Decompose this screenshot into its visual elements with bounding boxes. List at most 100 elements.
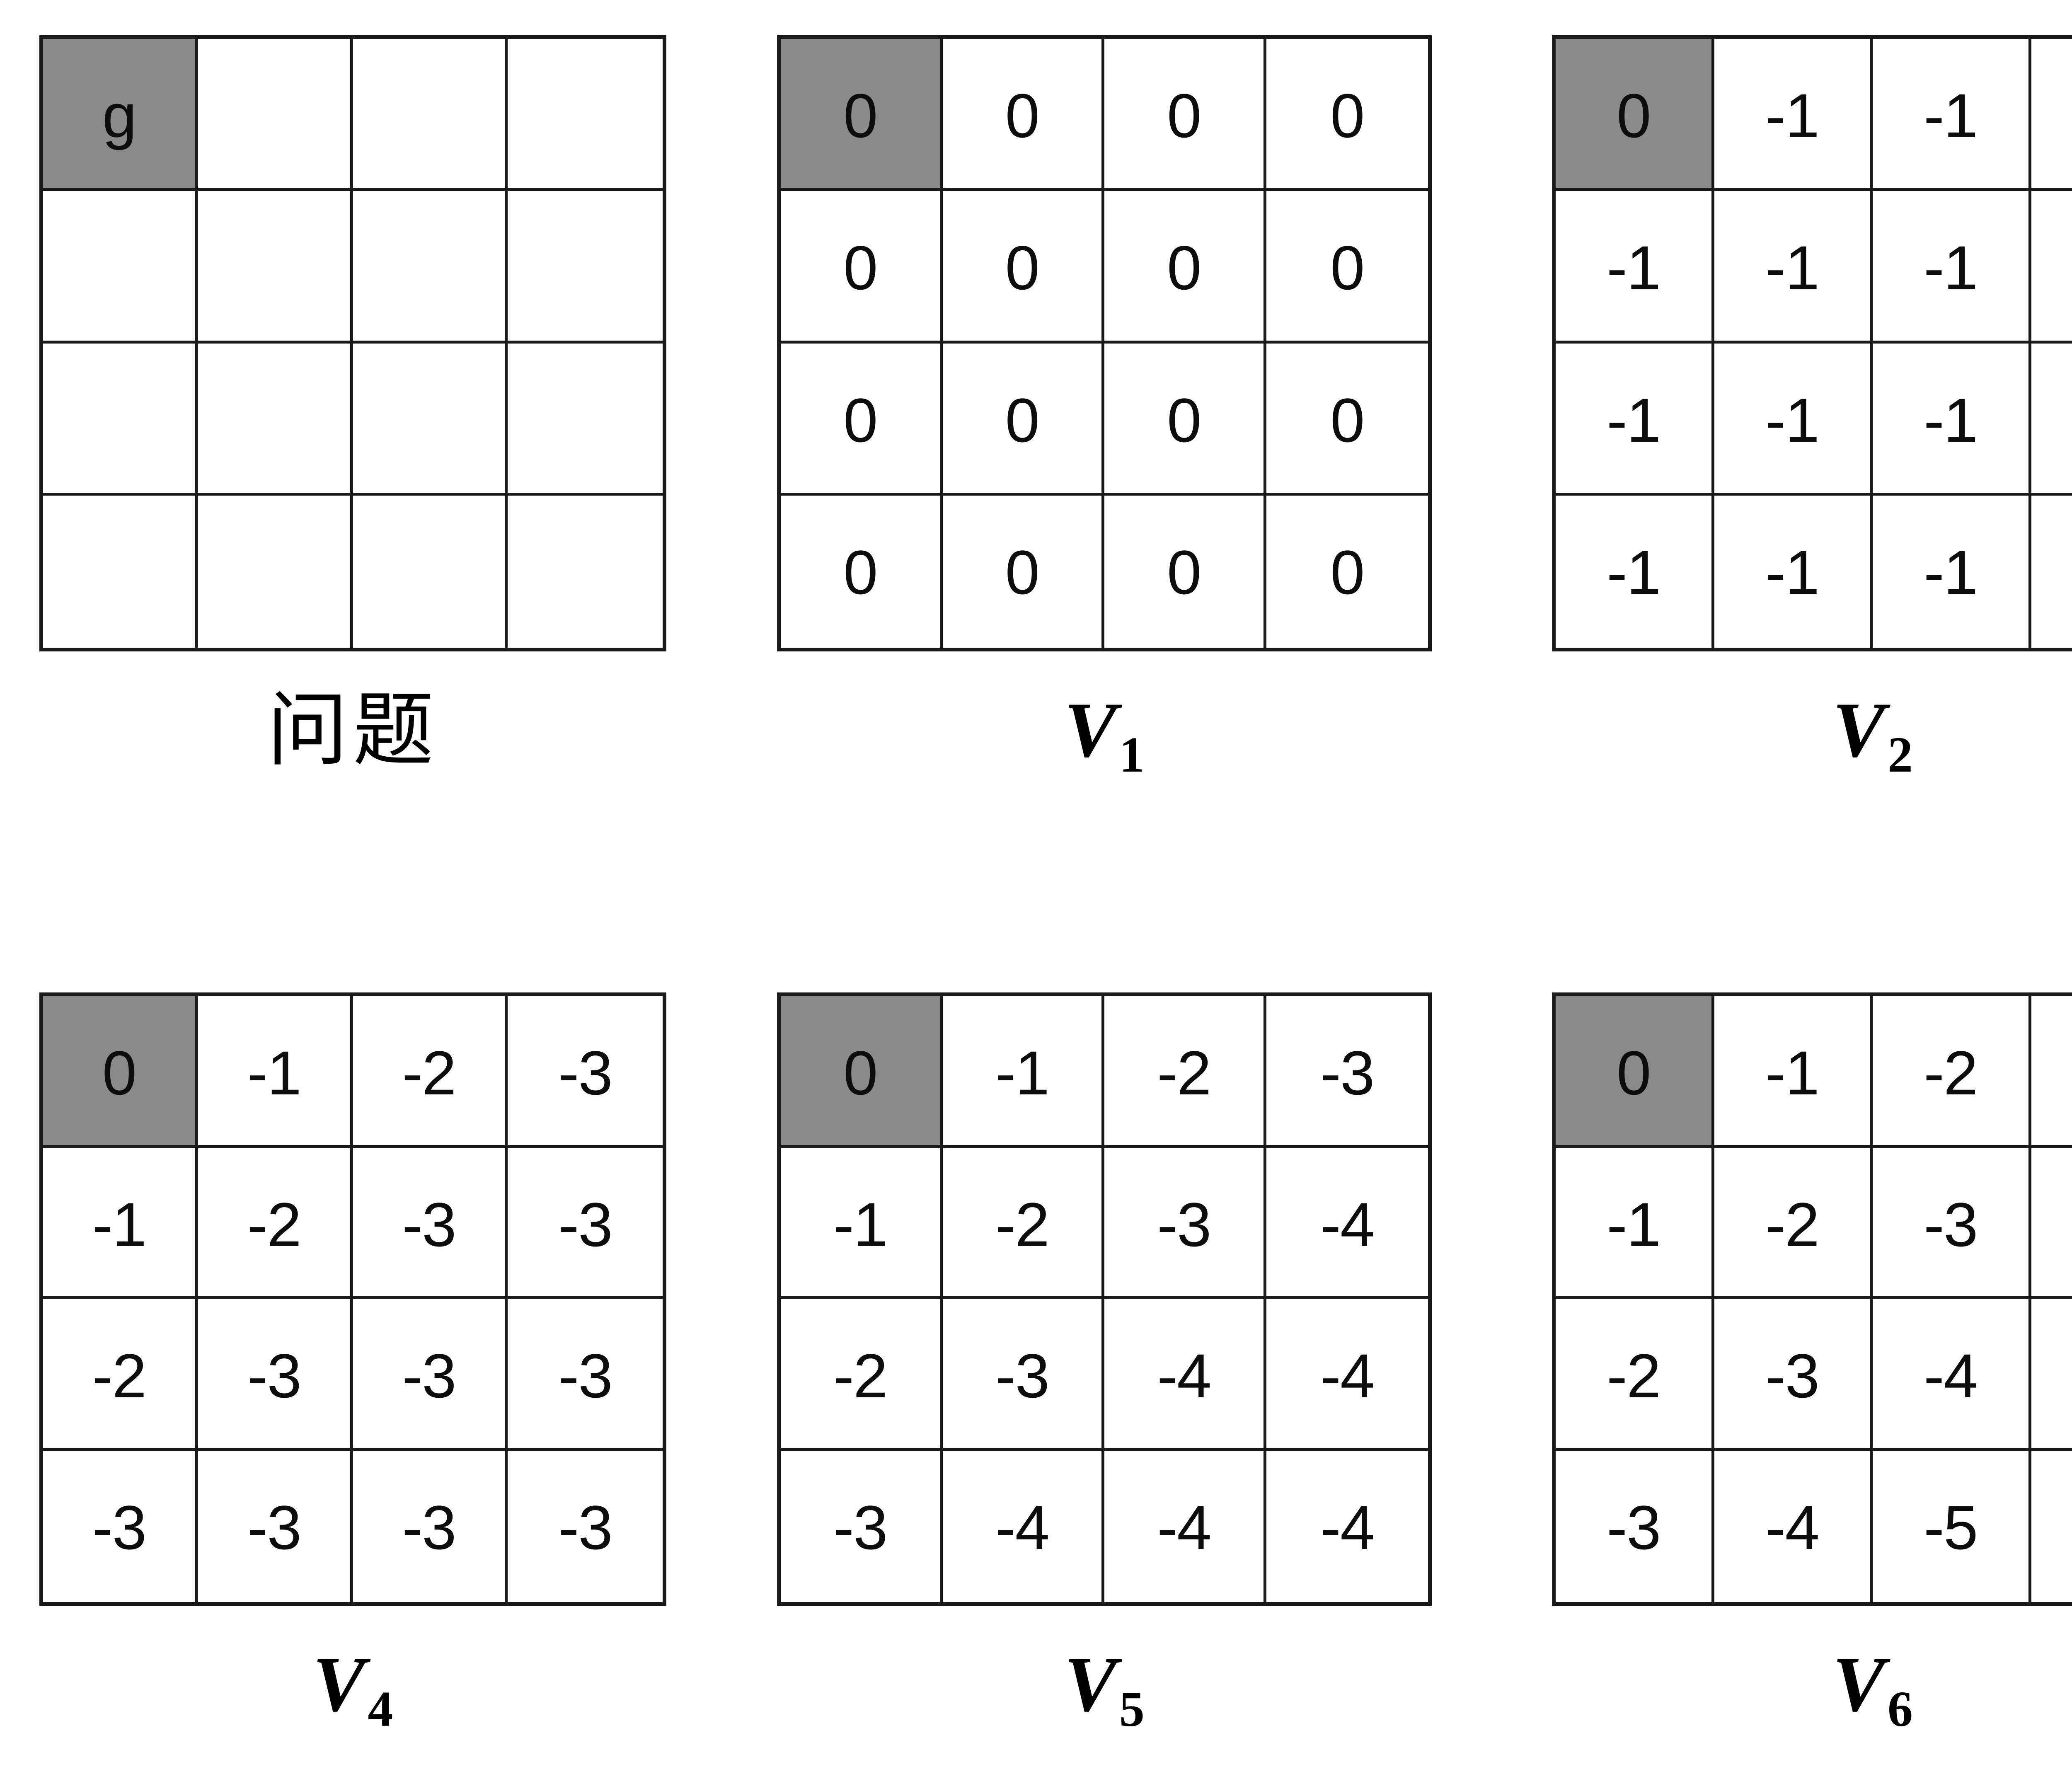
cell-value: -4	[1320, 1189, 1375, 1259]
grid-v4: 0-1-2-3-1-2-3-3-2-3-3-3-3-3-3-3	[39, 992, 666, 1606]
cell-value: -2	[247, 1189, 301, 1259]
cell-value: -3	[1765, 1341, 1820, 1411]
cell-v1-r2-c1: 0	[942, 343, 1104, 496]
cell-value: 0	[1617, 1038, 1651, 1108]
cell-value: -3	[92, 1492, 147, 1562]
cell-v5-r2-c2: -4	[1104, 1299, 1266, 1451]
cell-value: -1	[1765, 537, 1820, 607]
cell-value: 0	[1167, 385, 1201, 455]
cell-problem-r2-c1	[198, 343, 353, 496]
cell-v5-r3-c0: -3	[781, 1450, 943, 1602]
cell-v4-r3-c0: -3	[43, 1450, 198, 1602]
cell-v1-r1-c1: 0	[942, 191, 1104, 344]
cell-v2-r2-c1: -1	[1714, 343, 1873, 496]
cell-v5-r3-c2: -4	[1104, 1450, 1266, 1602]
cell-value: 0	[843, 537, 878, 607]
cell-value: -3	[1924, 1189, 1978, 1259]
cell-v6-r2-c0: -2	[1556, 1299, 1714, 1451]
cell-value: -4	[1320, 1492, 1375, 1562]
caption-subscript: 6	[1887, 1681, 1913, 1737]
cell-v4-r1-c0: -1	[43, 1147, 198, 1299]
cell-value: -3	[833, 1492, 888, 1562]
cell-problem-r1-c2	[353, 191, 508, 344]
cell-v6-r2-c1: -3	[1714, 1299, 1873, 1451]
cell-problem-r1-c0	[43, 191, 198, 344]
cell-v1-r3-c0: 0	[781, 495, 943, 648]
cell-value: -1	[1765, 233, 1820, 303]
cell-value: -1	[1924, 385, 1978, 455]
cell-v6-r3-c1: -4	[1714, 1450, 1873, 1602]
cell-v2-r3-c3: -1	[2031, 495, 2072, 648]
cell-v1-r3-c3: 0	[1266, 495, 1428, 648]
cell-v4-r0-c0: 0	[43, 996, 198, 1148]
cell-value: -2	[995, 1189, 1050, 1259]
cell-v5-r3-c3: -4	[1266, 1450, 1428, 1602]
cell-value: -4	[1157, 1341, 1211, 1411]
cell-value: -3	[402, 1189, 456, 1259]
caption-v5: V5	[777, 1645, 1432, 1735]
cell-value: 0	[843, 385, 878, 455]
caption-symbol: V	[1064, 687, 1117, 774]
caption-symbol: V	[1832, 687, 1885, 774]
caption-symbol: V	[1064, 1641, 1117, 1728]
cell-value: 0	[1167, 81, 1201, 150]
cell-v6-r1-c0: -1	[1556, 1147, 1714, 1299]
cell-value: -5	[1924, 1492, 1978, 1562]
cell-problem-r0-c2	[353, 39, 508, 191]
cell-value: 0	[1330, 81, 1365, 150]
caption-v1: V1	[777, 691, 1432, 780]
cell-v1-r0-c1: 0	[942, 39, 1104, 191]
cell-v4-r2-c3: -3	[508, 1299, 663, 1451]
cell-value: -1	[1924, 233, 1978, 303]
cell-v2-r0-c0: 0	[1556, 39, 1714, 191]
cell-value: -3	[995, 1341, 1050, 1411]
cell-value: -1	[1765, 385, 1820, 455]
cell-value: -3	[558, 1492, 612, 1562]
cell-v5-r0-c1: -1	[942, 996, 1104, 1148]
cell-v1-r0-c0: 0	[781, 39, 943, 191]
cell-v2-r1-c2: -1	[1873, 191, 2031, 344]
cell-v6-r0-c3: -3	[2031, 996, 2072, 1148]
cell-problem-r3-c2	[353, 495, 508, 648]
cell-value: 0	[843, 233, 878, 303]
cell-problem-r0-c3	[508, 39, 663, 191]
cell-v2-r2-c2: -1	[1873, 343, 2031, 496]
cell-v1-r1-c3: 0	[1266, 191, 1428, 344]
cell-value: -1	[1765, 1038, 1820, 1108]
cell-value: 0	[843, 81, 878, 150]
cell-v6-r2-c3: -5	[2031, 1299, 2072, 1451]
cell-problem-r2-c0	[43, 343, 198, 496]
cell-problem-r2-c2	[353, 343, 508, 496]
cell-v4-r3-c3: -3	[508, 1450, 663, 1602]
cell-value: -4	[1157, 1492, 1211, 1562]
caption-symbol: V	[1832, 1641, 1885, 1728]
cell-v5-r0-c2: -2	[1104, 996, 1266, 1148]
cell-value: 0	[102, 1038, 137, 1108]
cell-value: -1	[1924, 537, 1978, 607]
caption-v2: V2	[1552, 691, 2072, 780]
cell-v4-r1-c3: -3	[508, 1147, 663, 1299]
cell-value: 0	[1005, 233, 1040, 303]
cell-value: -4	[1765, 1492, 1820, 1562]
cell-v1-r2-c2: 0	[1104, 343, 1266, 496]
cell-v2-r1-c3: -1	[2031, 191, 2072, 344]
cell-problem-r0-c1	[198, 39, 353, 191]
cell-value: -2	[402, 1038, 456, 1108]
cell-v6-r0-c0: 0	[1556, 996, 1714, 1148]
cell-value: 0	[1330, 385, 1365, 455]
cell-problem-r1-c1	[198, 191, 353, 344]
cell-value: -3	[558, 1189, 612, 1259]
cell-v5-r1-c1: -2	[942, 1147, 1104, 1299]
cell-value: -3	[558, 1038, 612, 1108]
cell-v6-r1-c2: -3	[1873, 1147, 2031, 1299]
cell-value: 0	[1617, 81, 1651, 150]
cell-value: -3	[402, 1341, 456, 1411]
cell-v1-r1-c0: 0	[781, 191, 943, 344]
cell-v4-r1-c1: -2	[198, 1147, 353, 1299]
cell-v1-r0-c2: 0	[1104, 39, 1266, 191]
panel-v2: 0-1-1-1-1-1-1-1-1-1-1-1-1-1-1-1V2	[1552, 35, 2072, 780]
